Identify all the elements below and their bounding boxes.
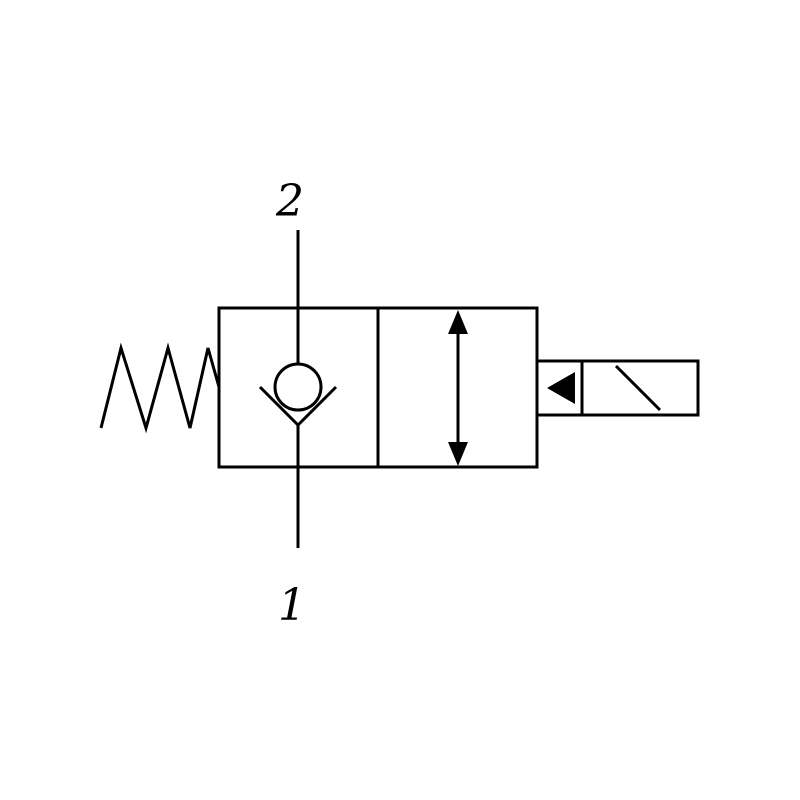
actuator-triangle-icon [547,372,575,404]
port-2-label: 2 [275,176,304,227]
solenoid-coil-icon [614,364,662,412]
check-valve-ball-icon [273,362,323,412]
port-1-label: 1 [278,580,306,631]
check-valve-seat-icon [258,385,338,428]
solenoid-actuator-box [535,359,700,417]
flow-arrow-up-icon [448,310,468,334]
flow-arrow-down-icon [448,442,468,466]
spring-icon [99,342,221,434]
